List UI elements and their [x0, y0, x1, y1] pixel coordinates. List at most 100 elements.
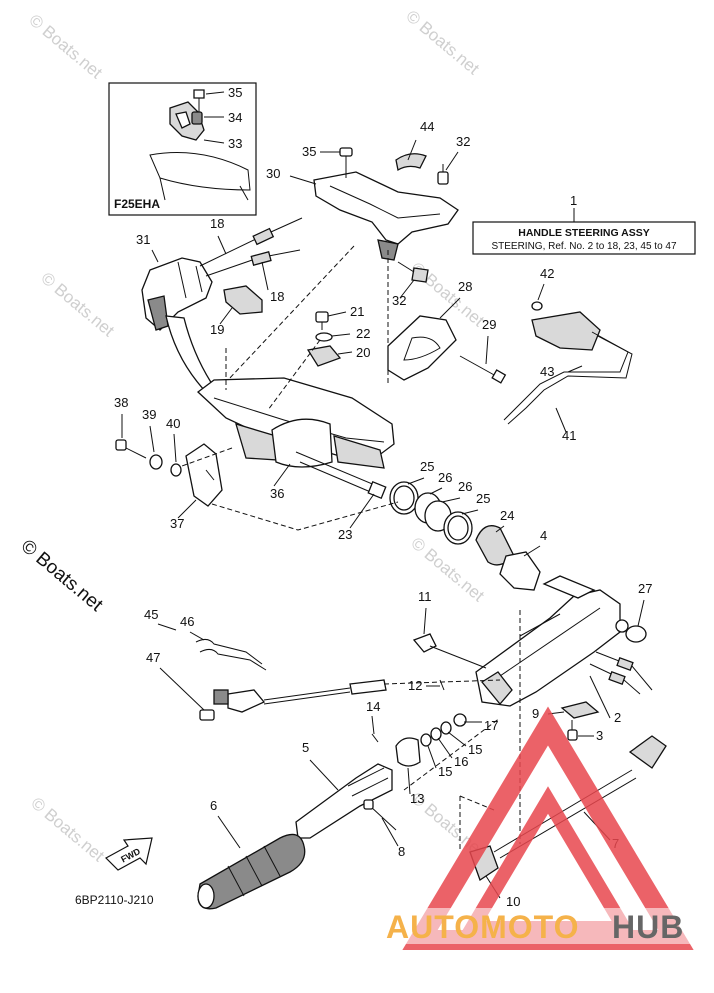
callout-leader: [445, 151, 459, 171]
callout-35: 35: [228, 85, 242, 100]
callout-40: 40: [166, 416, 180, 431]
callout-20: 20: [356, 345, 370, 360]
callout-leader: [407, 477, 425, 485]
watermark: © Boats.net: [25, 11, 106, 83]
callout-39: 39: [142, 407, 156, 422]
callout-leader: [637, 599, 645, 627]
callout-32: 32: [456, 134, 470, 149]
figure-code: 6BP2110-J210: [75, 893, 154, 907]
callout-18: 18: [210, 216, 224, 231]
callout-2: 2: [614, 710, 621, 725]
callout-26: 26: [438, 470, 452, 485]
fwd-arrow: FWD: [105, 837, 153, 871]
callout-leader: [523, 545, 541, 557]
callout-leader: [261, 261, 269, 291]
watermark: © Boats.net: [402, 7, 483, 79]
callout-leader: [189, 631, 205, 641]
logo-wordmark: AUTOMOTO HUB: [380, 908, 710, 945]
callout-11: 11: [418, 589, 432, 604]
callout-33: 33: [228, 136, 242, 151]
callout-30: 30: [266, 166, 280, 181]
callout-8: 8: [398, 844, 405, 859]
callout-42: 42: [540, 266, 554, 281]
callout-leader: [537, 283, 545, 301]
callout-3: 3: [596, 728, 603, 743]
callout-leader: [371, 715, 375, 735]
callout-leader: [349, 493, 375, 529]
callout-leader: [381, 817, 399, 847]
upper-assembly: [115, 147, 633, 591]
callout-leader: [495, 525, 505, 533]
callout-leader: [567, 365, 583, 373]
callout-4: 4: [540, 528, 547, 543]
callout-leader: [149, 425, 155, 453]
callout-15: 15: [438, 764, 452, 779]
callout-17: 17: [484, 718, 498, 733]
callout-5: 5: [302, 740, 309, 755]
callout-24: 24: [500, 508, 514, 523]
callout-23: 23: [338, 527, 352, 542]
callout-leader: [423, 607, 427, 635]
callout-31: 31: [136, 232, 150, 247]
watermark: © Boats.net: [37, 269, 118, 341]
callout-29: 29: [482, 317, 496, 332]
callout-25: 25: [420, 459, 434, 474]
callout-25: 25: [476, 491, 490, 506]
callout-leader: [407, 139, 417, 161]
callout-37: 37: [170, 516, 184, 531]
logo-text-hub: HUB: [612, 909, 684, 945]
spec-box: 1 HANDLE STEERING ASSY STEERING, Ref. No…: [472, 193, 696, 255]
callout-36: 36: [270, 486, 284, 501]
callout-leader: [555, 407, 567, 433]
callout-14: 14: [366, 699, 380, 714]
callout-leader: [159, 667, 205, 711]
callout-35: 35: [302, 144, 316, 159]
callout-leader: [461, 509, 479, 515]
callout-leader: [447, 731, 467, 747]
callout-leader: [485, 335, 489, 365]
callout-leader: [437, 737, 453, 759]
callout-27: 27: [638, 581, 652, 596]
callout-28: 28: [458, 279, 472, 294]
callout-leader: [309, 759, 339, 791]
spec-line-1: HANDLE STEERING ASSY: [518, 227, 649, 239]
callout-15: 15: [468, 742, 482, 757]
callout-leader: [337, 351, 353, 355]
callout-leader: [273, 463, 291, 487]
lower-assembly: [195, 575, 667, 910]
callout-38: 38: [114, 395, 128, 410]
callout-leader: [429, 487, 443, 495]
callout-34: 34: [228, 110, 242, 125]
callout-leader: [219, 307, 233, 325]
callout-46: 46: [180, 614, 194, 629]
callout-leader: [427, 745, 437, 769]
callout-leader: [441, 497, 461, 503]
callout-leader: [289, 175, 317, 185]
callout-26: 26: [458, 479, 472, 494]
callout-19: 19: [210, 322, 224, 337]
callout-43: 43: [540, 364, 554, 379]
watermark-dark: © Boats.net: [17, 536, 107, 617]
callout-13: 13: [410, 791, 424, 806]
callout-12: 12: [408, 678, 422, 693]
callout-9: 9: [532, 706, 539, 721]
callout-leader: [217, 815, 241, 849]
callout-leader: [157, 623, 177, 631]
logo-text-automoto: AUTOMOTO: [386, 909, 579, 945]
callout-47: 47: [146, 650, 160, 665]
callout-layer: 4432353018311819212220282942434132383940…: [114, 119, 652, 909]
spec-line-2: STEERING, Ref. No. 2 to 18, 23, 45 to 47: [491, 241, 677, 252]
callout-22: 22: [356, 326, 370, 341]
callout-leader: [407, 767, 411, 795]
callout-leader: [177, 499, 197, 519]
callout-leader: [331, 333, 351, 337]
callout-1: 1: [570, 193, 577, 208]
callout-leader: [173, 433, 177, 463]
callout-21: 21: [350, 304, 364, 319]
watermark: © Boats.net: [27, 794, 108, 866]
callout-18: 18: [270, 289, 284, 304]
inset-model-label: F25EHA: [114, 197, 160, 211]
callout-leader: [439, 297, 461, 319]
inset-box: 35 34 33 F25EHA: [108, 82, 257, 216]
